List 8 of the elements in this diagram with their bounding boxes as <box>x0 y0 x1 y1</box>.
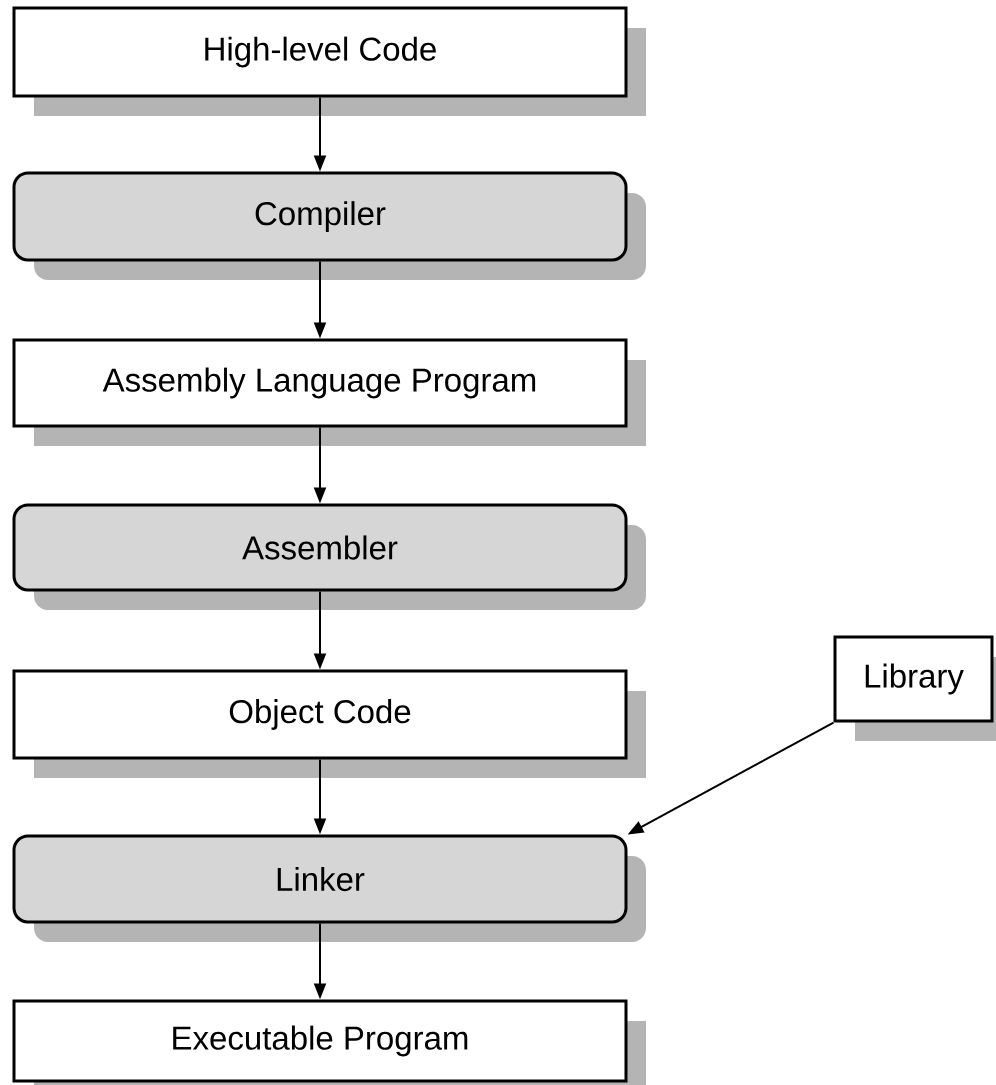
data-box: Object Code <box>12 669 646 778</box>
process-box: Compiler <box>12 171 646 280</box>
data-box: Library <box>833 635 996 741</box>
process-box: Linker <box>12 834 646 942</box>
process-box: Assembler <box>12 503 646 610</box>
data-box: High-level Code <box>12 6 646 116</box>
data-box: Executable Program <box>12 999 646 1085</box>
data-box: Assembly Language Program <box>12 338 646 446</box>
